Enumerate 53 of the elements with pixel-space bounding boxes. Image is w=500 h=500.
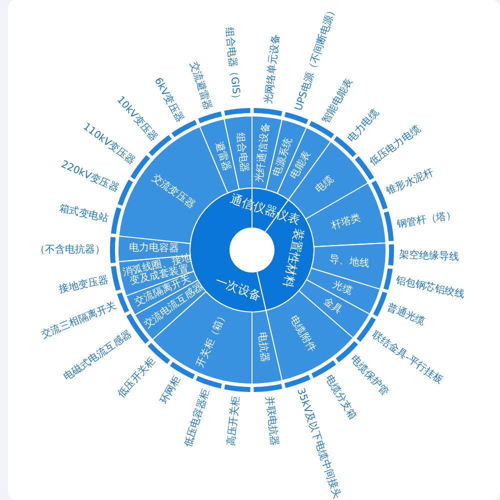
subcategory-label: 电力电容器 <box>128 242 180 254</box>
item-arc <box>196 376 222 389</box>
item-arc <box>110 236 116 264</box>
item-label: 铝包钢芯铝绞线 <box>394 275 466 300</box>
item-arc <box>384 268 393 290</box>
item-arc <box>254 384 282 392</box>
item-label: 普通光缆 <box>385 302 427 328</box>
subcategory-label: 金具 <box>321 296 344 316</box>
item-label: 并联电抗器 <box>263 395 280 446</box>
item-arc <box>110 207 122 234</box>
item-label: 架空绝缘导线 <box>398 250 460 263</box>
item-label: 接地变压器 <box>58 274 110 296</box>
item-arc <box>388 244 394 266</box>
subcategory-segment <box>252 310 283 384</box>
item-label: 箱式变电站 <box>58 203 110 225</box>
item-label: 低压电容器柜 <box>182 388 212 449</box>
item-label: 钢管杆（塔） <box>396 210 457 231</box>
subcategory-label: 电能表 <box>288 149 314 181</box>
category-label: 一次设备 <box>212 275 262 304</box>
item-arc <box>284 374 310 388</box>
item-arc <box>224 384 250 392</box>
item-label: 环网柜 <box>158 374 184 406</box>
item-arc <box>110 266 121 291</box>
item-label: （不含电抗器） <box>35 244 105 256</box>
subcategory-label: 光缆 <box>331 279 354 297</box>
item-arc <box>309 121 334 138</box>
subcategory-label: 交流变压器 <box>150 172 197 211</box>
item-label: 交流避雷器 <box>188 60 214 112</box>
item-label: 低压开关柜 <box>116 356 158 400</box>
subcategory-label: 电抗器 <box>256 332 270 363</box>
item-arc <box>117 292 130 313</box>
category-label: 装置性材料 <box>280 228 306 290</box>
item-label: 高压开关柜 <box>226 396 242 446</box>
item-label: 光网络单元设备 <box>263 34 282 105</box>
subcategory-label: 电缆 <box>314 174 336 196</box>
item-arc <box>224 108 250 116</box>
item-arc <box>254 108 282 116</box>
subcategory-label: 导、地线 <box>328 254 370 270</box>
item-label: 组合电器（GIS） <box>223 26 242 104</box>
item-arc <box>118 180 133 206</box>
subcategory-label: 光纤通信设备 <box>254 122 272 184</box>
item-arc <box>284 112 308 124</box>
item-arc <box>373 292 388 316</box>
item-arc <box>384 211 394 242</box>
subcategory-label: 避雷器 <box>212 140 232 172</box>
subcategory-label: 开关柜（箱） <box>194 310 230 370</box>
item-label: 6kV变压器 <box>152 76 186 124</box>
item-arc <box>371 180 388 210</box>
subcategory-label: 电缆附件 <box>287 314 318 354</box>
subcategory-label: 杆塔类 <box>330 212 362 232</box>
item-arc <box>198 111 222 124</box>
subcategory-label: 组合电器 <box>234 132 250 173</box>
item-label: 锥形水泥杆 <box>384 167 436 198</box>
